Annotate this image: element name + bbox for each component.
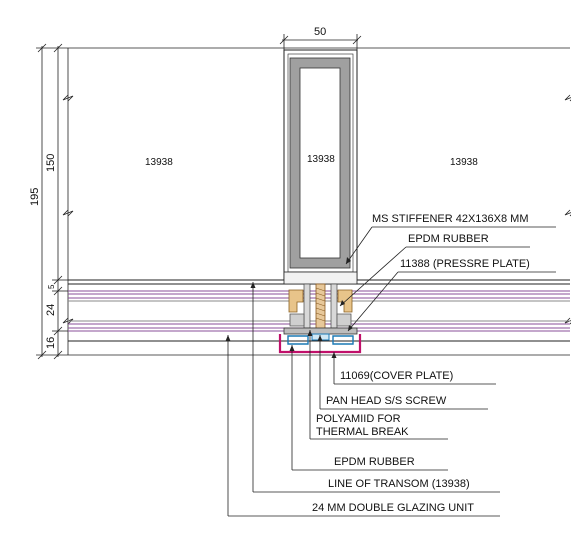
section-label-center: 13938 <box>307 154 335 165</box>
dimension-small-text: 5 <box>47 284 56 289</box>
callout-polyamide-line1: POLYAMIID FOR <box>316 413 401 425</box>
callout-ms-stiffener: MS STIFFENER 42X136X8 MM <box>372 213 529 225</box>
section-label-left: 13938 <box>145 157 173 168</box>
dimension-chain-left <box>36 43 68 360</box>
callout-leaders-top <box>339 226 556 332</box>
callout-epdm-rubber-top: EPDM RUBBER <box>408 233 489 245</box>
dimension-mullion-width <box>279 34 362 50</box>
callout-pressure-plate: 11388 (PRESSRE PLATE) <box>400 258 530 270</box>
callout-arrowheads-top <box>340 257 353 331</box>
callout-epdm-rubber-bottom: EPDM RUBBER <box>334 456 415 468</box>
callout-line-of-transom: LINE OF TRANSOM (13938) <box>328 478 470 490</box>
dimension-lower-text: 16 <box>45 337 57 349</box>
dimension-width-text: 50 <box>314 26 326 38</box>
section-label-right: 13938 <box>450 157 478 168</box>
mullion-profile <box>278 49 362 354</box>
dimension-upper-text: 150 <box>45 154 57 172</box>
callout-glazing-unit: 24 MM DOUBLE GLAZING UNIT <box>312 502 474 514</box>
callout-cover-plate: 11069(COVER PLATE) <box>340 370 453 382</box>
callout-arrowheads-bottom <box>225 282 337 358</box>
dimension-glazing-text: 24 <box>45 304 57 316</box>
callout-leaders-bottom <box>227 282 500 517</box>
callout-polyamide-line2: THERMAL BREAK <box>316 426 409 438</box>
panel-outlines <box>62 47 571 356</box>
dimension-overall-text: 195 <box>29 188 41 206</box>
callout-pan-head-screw: PAN HEAD S/S SCREW <box>326 395 447 407</box>
